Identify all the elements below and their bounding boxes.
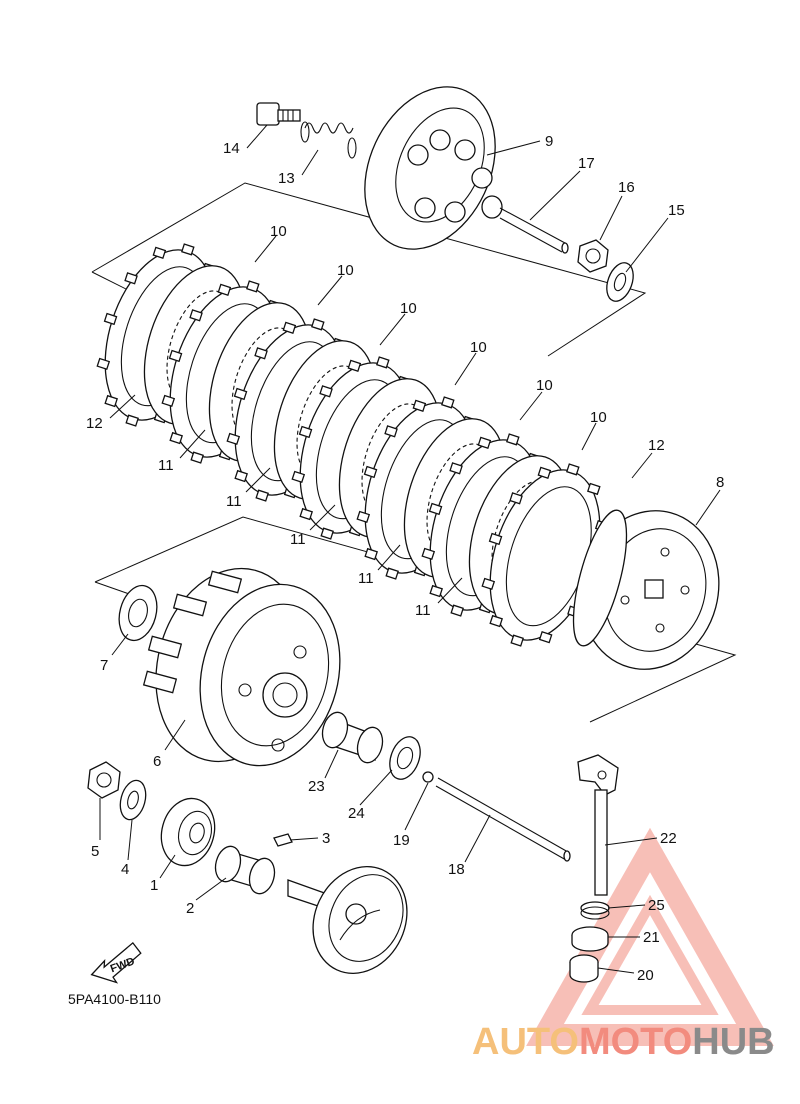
callout-13: 13 (278, 170, 295, 187)
part-23-collar (321, 711, 384, 764)
part-17-push-rod (481, 195, 569, 254)
callout-15: 15 (668, 202, 685, 219)
callout-11d: 11 (358, 570, 374, 587)
fwd-label: FWD (109, 955, 137, 975)
callout-14: 14 (223, 140, 240, 157)
callout-12a: 12 (86, 415, 103, 432)
part-3-key (273, 833, 293, 847)
part-18-push-rod (435, 777, 571, 862)
callout-10d: 10 (470, 339, 487, 356)
callout-7: 7 (100, 657, 108, 674)
callout-8: 8 (716, 474, 724, 491)
watermark-moto: MOTO (579, 1021, 692, 1063)
part-20-bearing (569, 954, 599, 983)
callout-25: 25 (648, 897, 665, 914)
part-22-push-lever-axle (577, 754, 619, 896)
part-16-nut (577, 239, 609, 273)
part-24-washer (389, 736, 421, 780)
callout-11a: 11 (158, 457, 174, 474)
callout-numbers: 14 13 9 17 16 15 10 10 10 10 10 10 12 11… (86, 133, 724, 984)
callout-23: 23 (308, 778, 325, 795)
diagram-code: 5PA4100-B110 (68, 991, 161, 1007)
callout-24: 24 (348, 805, 365, 822)
callout-10c: 10 (400, 300, 417, 317)
part-2-bush (214, 845, 276, 895)
callout-19: 19 (393, 832, 410, 849)
part-13-spring (300, 121, 357, 159)
part-6-clutch-housing (142, 567, 341, 767)
callout-6: 6 (153, 753, 161, 770)
callout-10b: 10 (337, 262, 354, 279)
callout-11c: 11 (290, 531, 306, 548)
clutch-plate-stack (96, 243, 609, 647)
callout-16: 16 (618, 179, 635, 196)
callout-10a: 10 (270, 223, 287, 240)
part-19-ball (422, 771, 434, 783)
part-15-washer (606, 262, 634, 302)
callout-4: 4 (121, 861, 129, 878)
part-5-nut (87, 761, 121, 799)
svg-text:AUTOMOTOHUB: AUTOMOTOHUB (472, 1021, 775, 1063)
callout-11e: 11 (415, 602, 431, 619)
callout-10f: 10 (590, 409, 607, 426)
callout-1: 1 (150, 877, 158, 894)
watermark-text: AUTOMOTOHUB (472, 1021, 775, 1063)
callout-5: 5 (91, 843, 99, 860)
callout-22: 22 (660, 830, 677, 847)
watermark-auto: AUTO (472, 1021, 579, 1063)
part-7-thrust-washer (118, 584, 158, 642)
callout-3: 3 (322, 830, 330, 847)
callout-17: 17 (578, 155, 595, 172)
part-8-primary-driven-gear (572, 509, 720, 670)
callout-12b: 12 (648, 437, 665, 454)
part-14-bolt (256, 102, 301, 126)
fwd-arrow-icon: FWD (90, 941, 142, 984)
part-1-gear (160, 797, 216, 867)
part-9-pressure-plate (364, 86, 496, 250)
callout-10e: 10 (536, 377, 553, 394)
friction-plate (481, 463, 609, 647)
part-4-washer (119, 779, 147, 821)
callout-21: 21 (643, 929, 660, 946)
callout-18: 18 (448, 861, 465, 878)
watermark-hub: HUB (692, 1021, 774, 1063)
callout-9: 9 (545, 133, 553, 150)
callout-2: 2 (186, 900, 194, 917)
part-21-seal (571, 926, 609, 952)
callout-20: 20 (637, 967, 654, 984)
callout-11b: 11 (226, 493, 242, 510)
shaft-assembly (287, 865, 408, 975)
leader-lines (99, 124, 721, 974)
